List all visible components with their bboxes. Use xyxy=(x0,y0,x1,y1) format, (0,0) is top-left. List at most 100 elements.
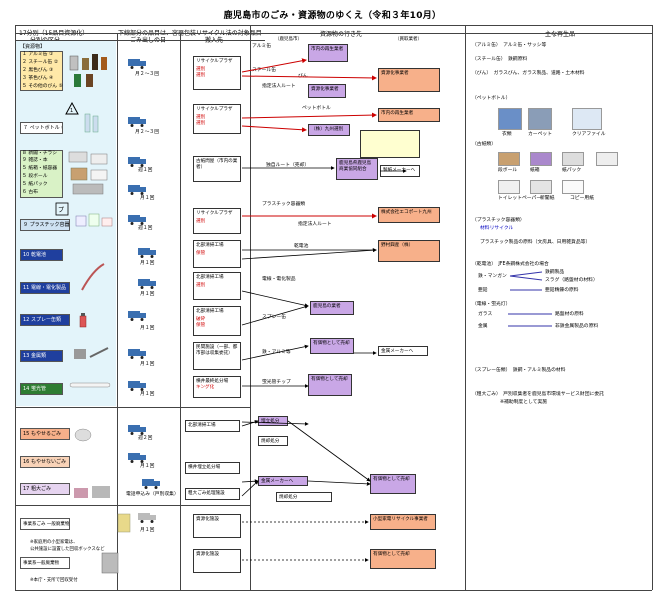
oversize-furniture-icon xyxy=(74,486,110,498)
frame-col-2 xyxy=(180,33,181,590)
route-label-city-1: 独自ルート（売却） xyxy=(266,163,310,168)
category-oversize: 17 粗大ごみ xyxy=(20,483,70,495)
header-products: 主な再生品 xyxy=(545,31,576,38)
collection-day-10: 月１回 xyxy=(140,392,155,397)
category-pet: ７ ペットボトル ⑥ xyxy=(20,122,63,134)
category-other-bottle: ５ その他のびん ⑤ xyxy=(22,84,63,89)
metal-items-icon xyxy=(74,347,109,359)
truck-icon-13 xyxy=(142,479,160,489)
route-label-spray: スプレー缶 xyxy=(262,315,286,320)
truck-icon-3 xyxy=(128,157,146,167)
product-bottle: （びん） ガラスびん、ガラス製品、道路・土木材料 xyxy=(472,71,585,76)
paper-item-2: 紙箱 xyxy=(530,168,540,173)
facility-box-10: 北部清掃工場 xyxy=(185,420,240,432)
plastic-containers-icon xyxy=(75,213,113,227)
dest-box-6: 鹿児島県鹿児島商業協同組合 xyxy=(336,158,378,180)
battery-out-3: 亜鉛精錬の原料 xyxy=(545,288,579,293)
facility-box-12: 粗大ごみ処理施設 xyxy=(185,488,240,500)
collection-day-4: 月１回 xyxy=(140,196,155,201)
frame-split-2 xyxy=(15,505,250,506)
paper-item-4: トイレットペーパー xyxy=(498,196,542,201)
frame-right xyxy=(652,25,653,590)
pet-item-3: クリアファイル xyxy=(572,132,606,137)
product-aluminum: （アルミ缶） アルミ缶・サッシ等 xyxy=(472,43,547,48)
collection-day-2: 月２～３回 xyxy=(135,130,159,135)
facility-box-1: リサイクルプラザ選別選別 xyxy=(193,56,241,90)
product-pet-heading: （ペットボトル） xyxy=(472,96,511,101)
frame-top xyxy=(15,25,652,26)
category-cloth: ６ 古布 xyxy=(22,190,38,195)
dest-box-15: 焼却処分 xyxy=(258,436,288,446)
resources-label: 【資源物】 xyxy=(20,44,46,50)
collection-day-1: 月２～３回 xyxy=(135,72,159,77)
category-business-general: 事業系一般廃棄物 xyxy=(20,557,70,569)
fluor-item-1: ガラス xyxy=(478,312,493,317)
route-label-pet: ペットボトル xyxy=(302,106,331,111)
dest-box-4: 市内の再生業者 xyxy=(378,108,440,122)
battery-out-1: 鉄鋼製品 xyxy=(545,270,565,275)
truck-icon-10 xyxy=(128,381,146,391)
dest-box-17: 有価物として売却 xyxy=(370,474,416,494)
product-fluor-heading: （電線・蛍光灯） xyxy=(472,302,511,307)
paper-product-tissue-image xyxy=(596,152,618,166)
dest-box-3: 資源化事業者 xyxy=(378,68,440,92)
collection-day-12: 月１回 xyxy=(140,464,155,469)
truck-icon-2 xyxy=(128,117,146,127)
svg-text:プ: プ xyxy=(58,207,64,214)
paper-bundles-icon xyxy=(68,151,108,195)
collection-day-14: 月１回 xyxy=(140,528,155,533)
pet-item-2: カーペット xyxy=(528,132,552,137)
frame-left xyxy=(15,25,16,590)
truck-icon-14 xyxy=(138,513,156,523)
pet-product-clothes-image xyxy=(498,108,522,130)
product-plastic-items: プラスチック製品の原料（文房具、日用雑貨品等） xyxy=(480,240,591,245)
category-battery: 10 乾電池 xyxy=(20,249,63,261)
truck-icon-11 xyxy=(128,425,146,435)
truck-icon-7 xyxy=(138,279,156,289)
route-label-steel: スチール缶 xyxy=(252,68,276,73)
category-steel: ２ スチール缶 ② xyxy=(22,60,59,65)
battery-item-1: 鉄・マンガン xyxy=(478,274,507,279)
collection-day-11: 週２回 xyxy=(138,436,153,441)
dest-box-9: 野村興産（株） xyxy=(378,240,440,262)
building-icon xyxy=(101,552,119,574)
pet-product-clearfile-image xyxy=(572,108,602,130)
recycle-pet-icon: 1 xyxy=(65,102,79,115)
dest-box-2: 資源化事業者 xyxy=(308,84,346,98)
burnable-bag-icon xyxy=(74,428,92,442)
category-magazine: ９ 雑誌・本 xyxy=(22,158,48,163)
paper-product-box-image xyxy=(530,152,552,166)
svg-text:1: 1 xyxy=(70,108,73,114)
collection-day-6: 月１回 xyxy=(140,261,155,266)
product-steel: （スチール缶） 鉄鋼原料 xyxy=(472,57,528,62)
product-spray: （スプレー缶類） 鉄鋼・アルミ製品の材料 xyxy=(472,368,566,373)
dest-box-1: 市内の再生業者 xyxy=(308,44,348,62)
truck-icon-1 xyxy=(128,59,146,69)
facility-box-13: 資源化施設 xyxy=(193,514,241,538)
category-nonburnable: 16 もやせないごみ xyxy=(20,456,70,468)
category-fluorescent: 14 蛍光管 xyxy=(20,383,63,395)
plastic-mark-icon: プ xyxy=(55,202,69,216)
paper-item-3: 紙パック xyxy=(562,168,582,173)
battery-out-2: スラグ（路盤材の材料） xyxy=(545,278,598,283)
page-title: 鹿児島市のごみ・資源物のゆくえ（令和３年10月） xyxy=(223,11,442,21)
paper-product-cardboard-image xyxy=(498,152,520,166)
collection-day-7: 月１回 xyxy=(140,292,155,297)
category-aluminum: １ アルミ缶 ① xyxy=(22,52,54,57)
category-cardboard: ５ 段ボール xyxy=(22,174,48,179)
paper-product-carton-image xyxy=(562,152,584,166)
truck-icon-9 xyxy=(128,349,146,359)
footnote-3: ※本庁・支所で回収受付 xyxy=(30,578,78,583)
facility-box-4: リサイクルプラザ選別 xyxy=(193,208,241,234)
pet-product-carpet-image xyxy=(528,108,552,130)
frame-split-1 xyxy=(15,407,250,408)
paper-product-news-image xyxy=(530,180,552,194)
dest-box-20: 有価物として売却 xyxy=(370,549,436,569)
footnote-1: ※家庭用の小型家電は、 xyxy=(30,540,78,545)
battery-item-2: 亜鉛 xyxy=(478,288,488,293)
product-plastic-note: 材料リサイクル xyxy=(480,226,514,231)
frame-col-1 xyxy=(117,33,118,590)
header-buyer-route: （買取業者） xyxy=(395,37,422,42)
product-paper-heading: （古紙類） xyxy=(472,142,496,147)
dest-box-10: 鹿児島の業者 xyxy=(310,301,354,315)
